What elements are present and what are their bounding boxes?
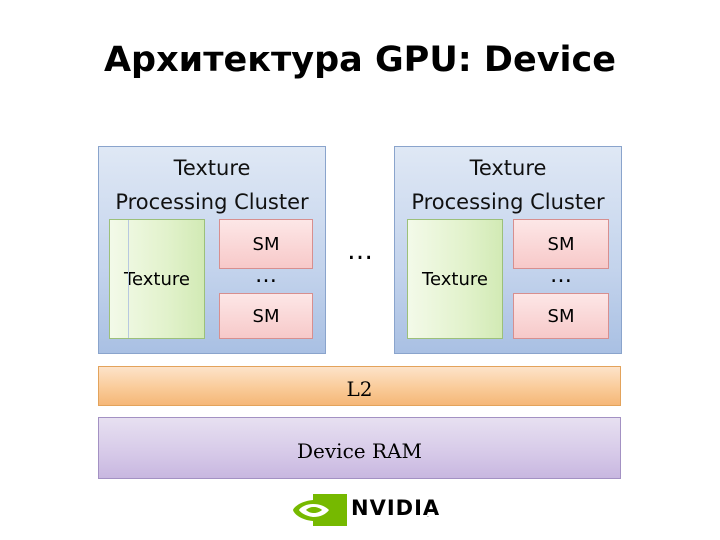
nvidia-registered-mark: . — [427, 512, 429, 519]
device-ram-bar: Device RAM — [98, 417, 621, 479]
cluster-2-texture-label: Texture — [422, 268, 488, 290]
texture-processing-cluster-1: Texture Processing Cluster Texture SM … … — [98, 146, 326, 354]
cluster-1-sm-top-label: SM — [252, 233, 280, 255]
cluster-2-title: Texture Processing Cluster — [411, 156, 605, 214]
cluster-1-texture-label: Texture — [124, 268, 190, 290]
cluster-2-sm-top-label: SM — [547, 233, 575, 255]
cluster-1-sm-bottom-label: SM — [252, 305, 280, 327]
cluster-1-sm-ellipsis: … — [255, 263, 277, 288]
texture-processing-cluster-2: Texture Processing Cluster Texture SM … … — [394, 146, 622, 354]
texture-divider — [128, 220, 129, 338]
slide-title: Архитектура GPU: Device — [103, 40, 617, 80]
cluster-1-texture-unit: Texture — [109, 219, 205, 339]
l2-cache-bar: L2 — [98, 366, 621, 406]
cluster-1-sm-bottom: SM — [219, 293, 313, 339]
cluster-2-sm-ellipsis: … — [550, 263, 572, 288]
cluster-1-sm-top: SM — [219, 219, 313, 269]
cluster-2-sm-bottom: SM — [513, 293, 609, 339]
nvidia-eye-icon — [293, 494, 347, 526]
cluster-1-title: Texture Processing Cluster — [115, 156, 309, 214]
cluster-2-sm-bottom-label: SM — [547, 305, 575, 327]
cluster-2-sm-top: SM — [513, 219, 609, 269]
nvidia-logo: NVIDIA . — [291, 490, 439, 530]
cluster-ellipsis: … — [347, 236, 373, 266]
cluster-2-texture-unit: Texture — [407, 219, 503, 339]
nvidia-wordmark: NVIDIA — [351, 496, 441, 520]
